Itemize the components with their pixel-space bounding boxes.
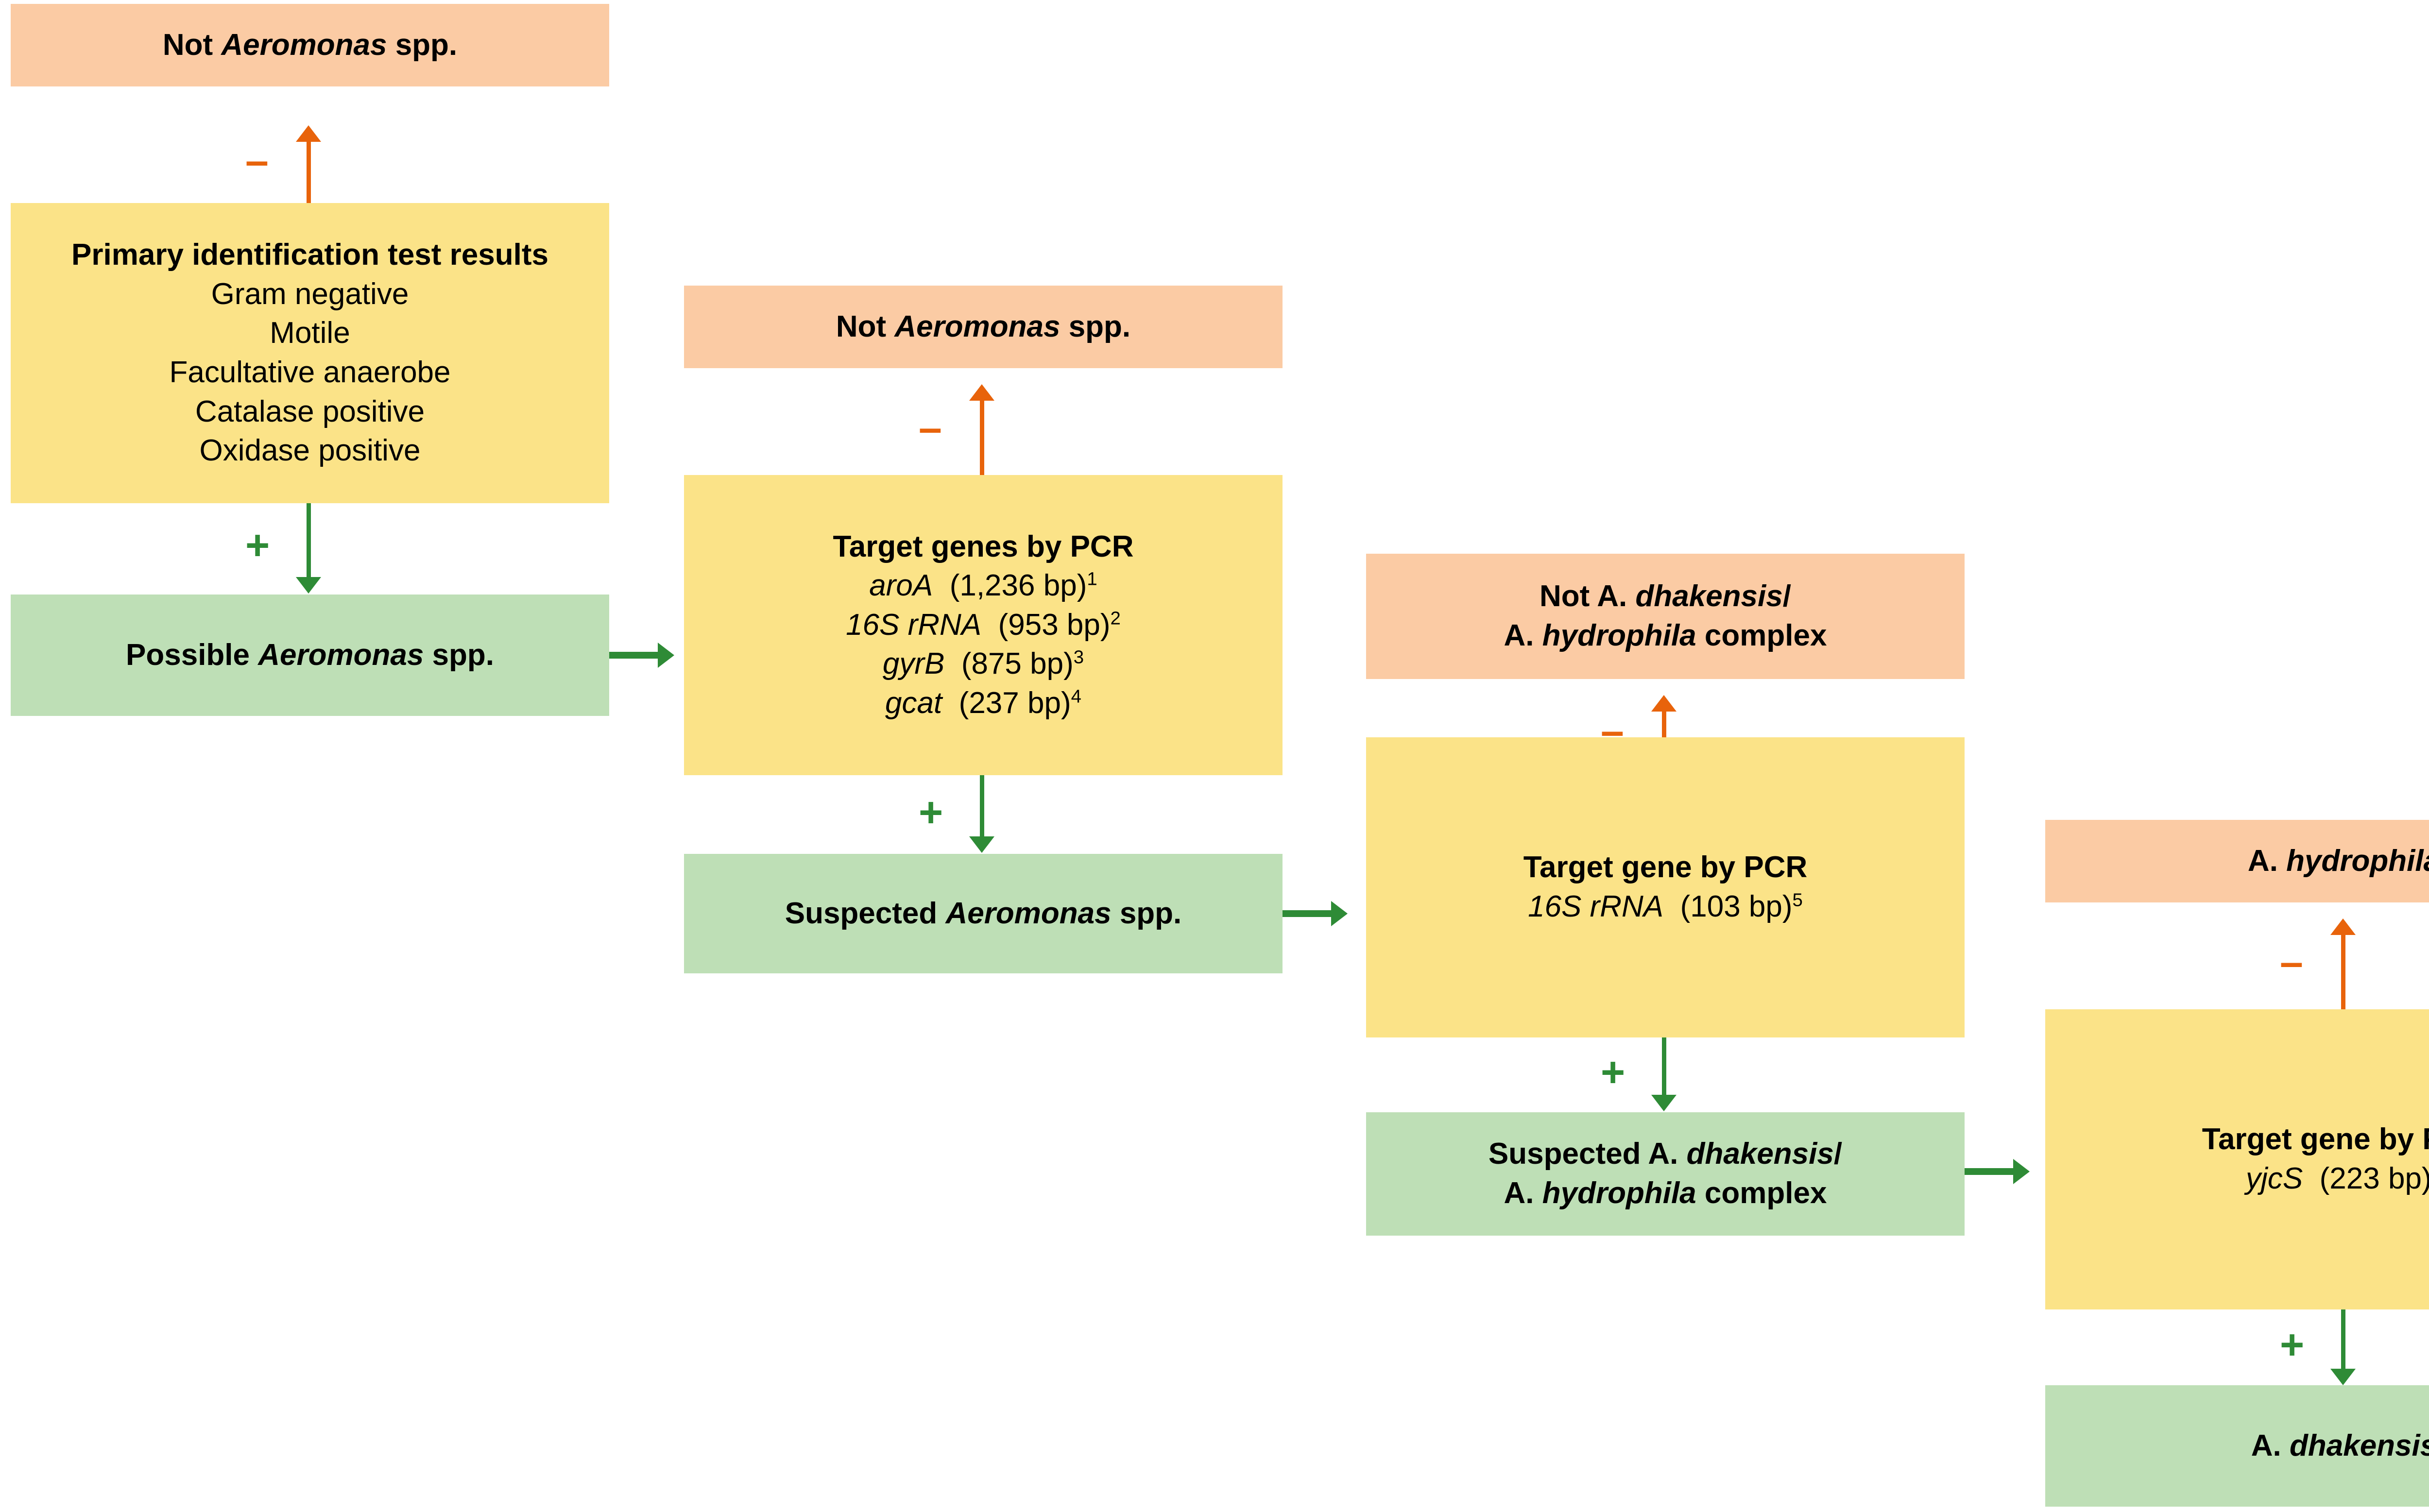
node-label: Not Aeromonas spp. [836,309,1131,343]
gene-row-yjcS: yjcS (223 bp)6 [2246,1162,2429,1195]
plus-sign-label: + [245,522,270,569]
node-possible-aeromonas: Possible Aeromonas spp. [11,595,609,716]
arrow-shaft [980,775,984,836]
node-label: A. hydrophila [2247,844,2429,878]
primary-test-item-4: Oxidase positive [199,434,421,468]
arrow-shaft [609,652,658,659]
node-label-line-2: A. hydrophila complex [1504,1176,1827,1210]
minus-sign-label: – [919,405,942,451]
node-not-aeromonas-2: Not Aeromonas spp. [684,286,1283,368]
primary-test-heading: Primary identification test results [71,238,548,272]
node-suspected-aeromonas: Suspected Aeromonas spp. [684,854,1283,973]
plus-sign-label: + [1601,1049,1625,1096]
node-primary-test: Primary identification test results Gram… [11,203,609,503]
node-label: Possible Aeromonas spp. [126,638,494,672]
gene-row-aroA: aroA (1,236 bp)1 [869,568,1097,603]
plus-sign-label: + [2280,1322,2305,1368]
node-label-line-1: Not A. dhakensis/ [1540,579,1791,613]
node-label: Not Aeromonas spp. [162,28,458,62]
node-label: A. dhakensis [2251,1428,2429,1462]
node-a-hydrophila: A. hydrophila [2045,820,2429,902]
arrow-head-down-icon [1651,1095,1676,1111]
arrow-head-down-icon [296,577,321,594]
target-gene-heading: Target gene by PCR [1523,850,1808,884]
arrow-shaft [980,397,984,475]
gene-row-gcat: gcat (237 bp)4 [885,686,1081,720]
arrow-head-down-icon [969,836,994,853]
node-label: Suspected Aeromonas spp. [785,896,1182,930]
minus-sign-label: – [2280,939,2303,985]
primary-test-item-0: Gram negative [211,277,409,311]
primary-test-item-1: Motile [270,316,350,350]
arrow-head-up-icon [2330,918,2356,935]
arrow-shaft [2341,1309,2345,1369]
gene-row-16s-rrna: 16S rRNA (953 bp)2 [846,608,1121,642]
arrow-head-down-icon [2330,1369,2356,1385]
node-label-line-2: A. hydrophila complex [1504,619,1827,652]
target-genes-heading: Target genes by PCR [833,529,1134,563]
node-a-dhakensis: A. dhakensis [2045,1385,2429,1507]
arrow-head-up-icon [969,384,994,401]
arrow-head-up-icon [296,125,321,142]
target-gene-heading: Target gene by PCR [2202,1122,2429,1156]
arrow-shaft [1283,910,1331,917]
primary-test-item-2: Facultative anaerobe [169,356,451,389]
node-not-aeromonas-1: Not Aeromonas spp. [11,4,609,86]
minus-sign-label: – [245,137,269,184]
node-label-line-1: Suspected A. dhakensis/ [1488,1137,1843,1171]
gene-row-16s-rrna-103: 16S rRNA (103 bp)5 [1528,889,1803,923]
arrow-shaft [307,138,311,211]
node-target-gene-yjcs: Target gene by PCR yjcS (223 bp)6 [2045,1009,2429,1309]
node-target-gene-16s: Target gene by PCR 16S rRNA (103 bp)5 [1366,737,1965,1037]
arrow-shaft [1965,1168,2013,1175]
node-target-genes-pcr: Target genes by PCR aroA (1,236 bp)1 16S… [684,475,1283,775]
arrow-shaft [1662,1037,1666,1095]
gene-row-gyrB: gyrB (875 bp)3 [882,646,1084,681]
node-not-dhakensis-complex: Not A. dhakensis/ A. hydrophila complex [1366,554,1965,679]
primary-test-item-3: Catalase positive [195,394,425,428]
arrow-head-right-icon [2013,1159,2030,1184]
arrow-shaft [2341,932,2345,1009]
arrow-head-up-icon [1651,695,1676,712]
node-suspected-dhakensis-complex: Suspected A. dhakensis/ A. hydrophila co… [1366,1112,1965,1236]
arrow-head-right-icon [658,643,674,668]
arrow-head-right-icon [1331,901,1348,926]
plus-sign-label: + [919,789,943,836]
arrow-shaft [307,503,311,577]
